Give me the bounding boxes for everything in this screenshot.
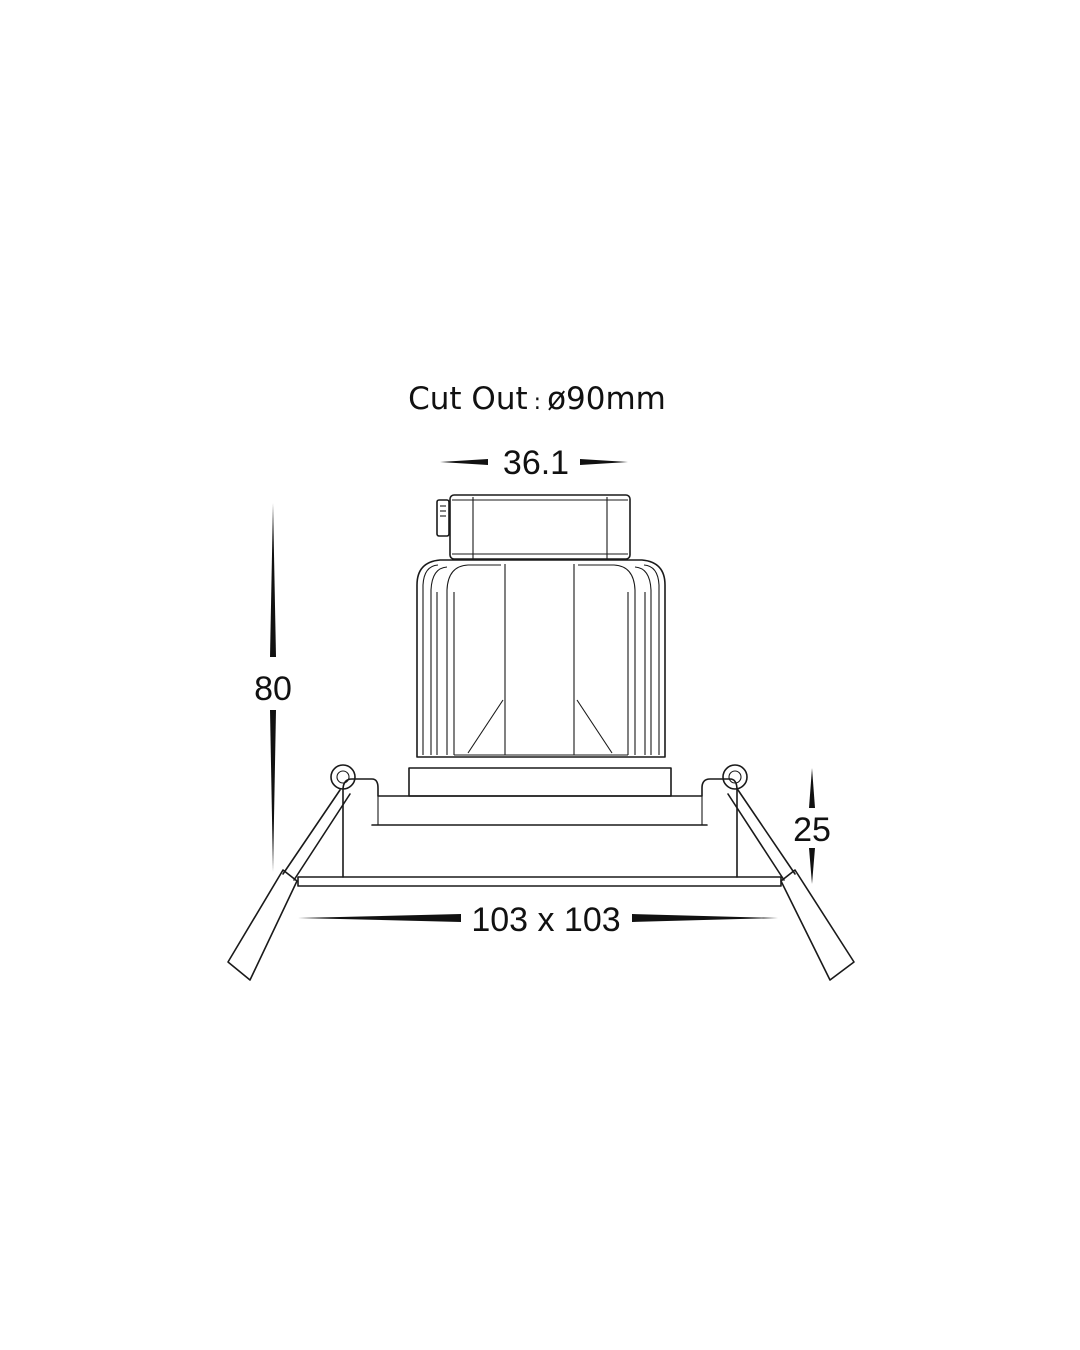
spring-clip-right — [722, 764, 855, 981]
recess-height-label: 25 — [793, 811, 831, 849]
base-size-label: 103 x 103 — [471, 901, 620, 939]
top-width-label: 36.1 — [503, 444, 569, 482]
trim-frame — [297, 778, 782, 887]
cutout-separator: : — [534, 390, 541, 415]
cutout-title: Cut Out:ø90mm — [408, 381, 666, 417]
dim-arrow-left — [440, 459, 488, 465]
total-height-label: 80 — [254, 670, 292, 708]
dim-arrow-bottom — [270, 710, 276, 872]
terminal-clip — [436, 499, 450, 537]
dim-arrow-right — [580, 459, 628, 465]
recess-height-dimension: 25 — [793, 768, 831, 884]
base-size-dimension: 103 x 103 — [298, 901, 778, 939]
flange — [297, 876, 782, 887]
dim-arrow-left — [298, 914, 461, 922]
spring-clip-left — [227, 764, 356, 981]
dim-arrow-bottom — [809, 848, 815, 884]
cutout-value: ø90mm — [547, 381, 666, 417]
dim-arrow-top — [809, 768, 815, 808]
dim-arrow-top — [270, 503, 276, 657]
cutout-label: Cut Out — [408, 381, 528, 417]
heat-sink — [416, 559, 666, 758]
driver-box — [436, 494, 631, 560]
top-width-dimension: 36.1 — [440, 444, 628, 482]
dim-arrow-right — [632, 914, 778, 922]
collar — [408, 767, 672, 797]
total-height-dimension: 80 — [254, 503, 292, 872]
